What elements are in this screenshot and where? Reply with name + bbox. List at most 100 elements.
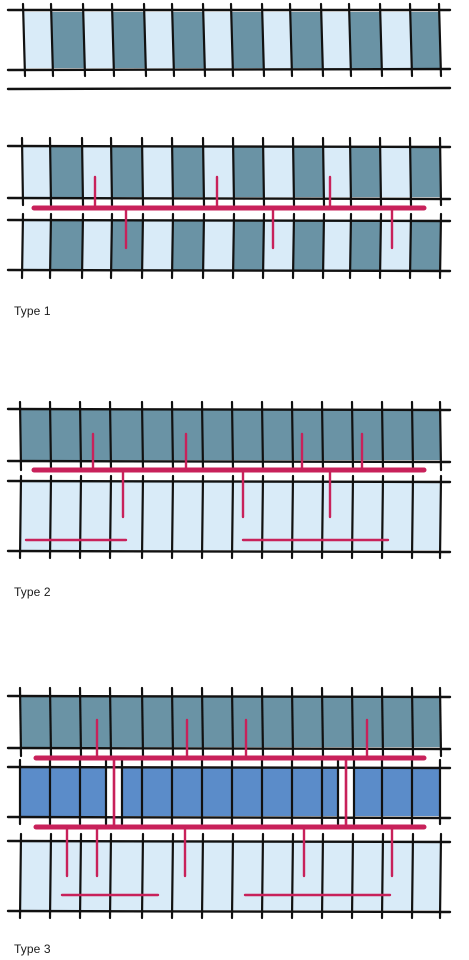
unit — [142, 220, 172, 270]
wall-line — [170, 212, 175, 280]
wall-line — [321, 212, 326, 280]
unit — [322, 842, 352, 910]
floor-line — [6, 909, 452, 914]
unit — [22, 220, 50, 270]
unit — [20, 410, 50, 460]
wall-line — [108, 400, 113, 472]
wall-line — [260, 832, 265, 920]
wall-line — [140, 212, 145, 280]
wall-line — [288, 2, 294, 78]
unit — [122, 768, 338, 816]
unit — [322, 12, 350, 68]
unit — [20, 842, 50, 910]
unit — [292, 697, 322, 747]
wall-line — [230, 832, 235, 920]
unit — [24, 12, 52, 68]
wall-line — [350, 400, 355, 472]
wall-line — [81, 2, 87, 78]
wall-line — [231, 212, 236, 280]
wall-line — [321, 136, 326, 207]
floor-line — [6, 765, 452, 770]
unit — [111, 147, 142, 197]
wall-line — [140, 686, 145, 758]
wall-line — [260, 2, 266, 78]
unit — [354, 768, 440, 816]
wall-line — [260, 400, 265, 472]
unit — [410, 220, 440, 270]
wall-line — [290, 832, 295, 920]
unit — [350, 12, 381, 68]
wall-line — [438, 686, 443, 758]
unit — [50, 220, 82, 270]
unit — [411, 12, 440, 68]
wall-line — [78, 474, 83, 560]
wall-line — [410, 832, 415, 920]
unit — [350, 220, 380, 270]
wall-line — [200, 474, 205, 560]
wall-line — [170, 400, 175, 472]
unit — [291, 12, 322, 68]
wall-line — [201, 212, 206, 280]
unit — [52, 12, 84, 68]
wall-line — [170, 686, 175, 758]
wall-line — [170, 136, 175, 207]
wall-line — [290, 474, 295, 560]
wall-line — [170, 2, 176, 78]
unit — [380, 147, 410, 197]
wall-line — [290, 400, 295, 472]
unit — [202, 697, 232, 747]
unit — [293, 220, 323, 270]
unit — [382, 410, 412, 460]
wall-line — [320, 686, 325, 758]
wall-line — [380, 400, 385, 472]
unit — [232, 12, 263, 68]
wall-line — [21, 2, 27, 78]
wall-line — [48, 400, 53, 472]
wall-line — [380, 474, 385, 560]
wall-line — [320, 474, 325, 560]
unit — [350, 147, 380, 197]
unit — [202, 842, 232, 910]
wall-line — [261, 212, 266, 280]
wall-line — [347, 2, 353, 78]
wall-line — [410, 474, 415, 560]
unit — [20, 697, 50, 747]
diagram-type-1 — [6, 2, 452, 280]
floor-line — [6, 694, 452, 699]
wall-line — [48, 474, 53, 560]
wall-line — [49, 2, 55, 78]
unit — [82, 147, 111, 197]
floor-line — [6, 196, 452, 201]
wall-line — [142, 2, 148, 78]
caption-type-3: Type 3 — [14, 942, 51, 956]
unit — [412, 482, 440, 550]
wall-line — [80, 212, 85, 280]
wall-line — [18, 832, 23, 920]
wall-line — [438, 136, 443, 207]
unit — [382, 482, 412, 550]
wall-line — [260, 474, 265, 560]
unit — [233, 220, 263, 270]
floor-line — [6, 549, 452, 554]
unit — [172, 220, 203, 270]
wall-line — [438, 474, 443, 560]
unit — [382, 842, 412, 910]
wall-line — [410, 400, 415, 472]
wall-line — [438, 400, 443, 472]
wall-line — [48, 136, 53, 207]
unit — [232, 482, 262, 550]
floor-line — [6, 268, 452, 273]
wall-line — [408, 212, 413, 280]
wall-line — [20, 136, 25, 207]
wall-line — [108, 686, 113, 758]
unit — [80, 410, 110, 460]
floor-line — [6, 67, 452, 72]
wall-line — [291, 136, 296, 207]
wall-line — [201, 136, 206, 207]
unit — [262, 410, 292, 460]
wall-line — [291, 212, 296, 280]
wall-line — [200, 832, 205, 920]
wall-line — [261, 136, 266, 207]
unit — [80, 482, 110, 550]
wall-line — [320, 832, 325, 920]
